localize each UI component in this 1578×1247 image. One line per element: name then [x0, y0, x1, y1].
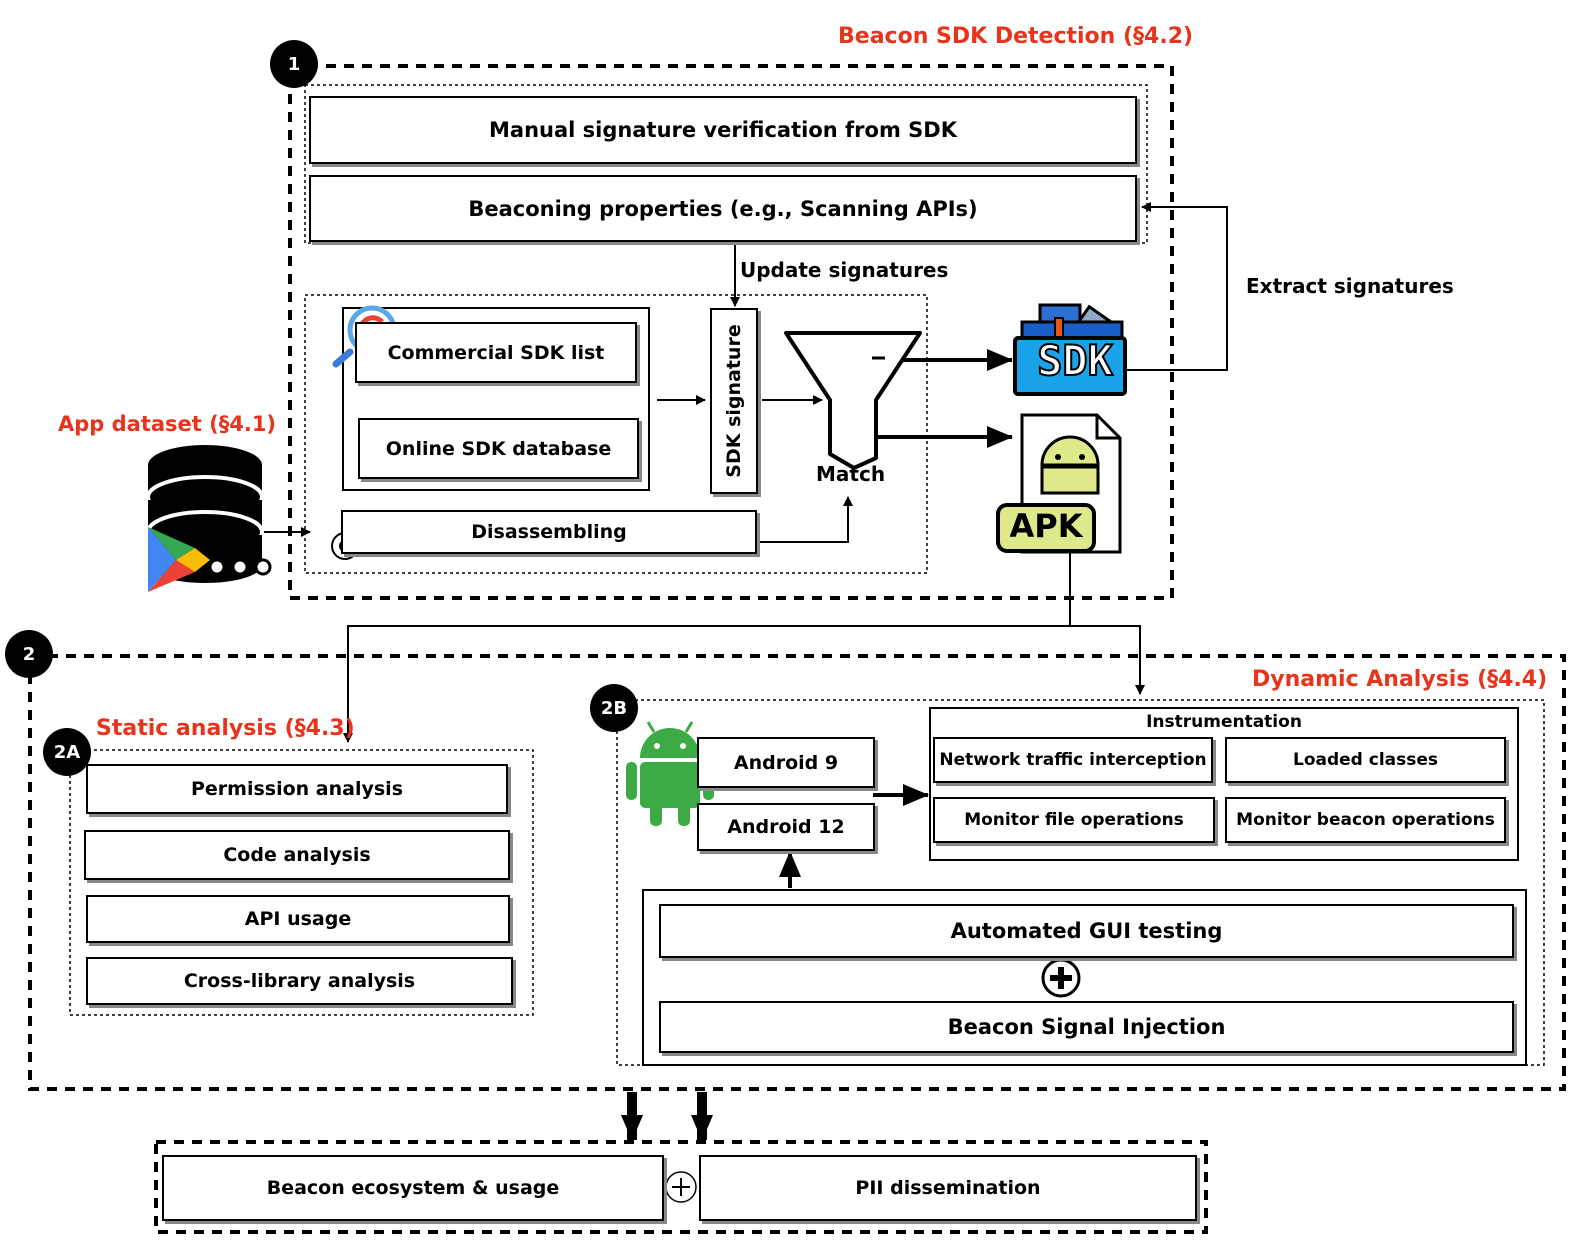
analysis-container: [28, 654, 1566, 1091]
static-group-outline: [69, 749, 534, 1016]
android-robot-icon: [626, 721, 714, 826]
commercial-sdk-box: Commercial SDK list: [355, 322, 637, 383]
detection-container: [288, 64, 1174, 600]
android-9-box: Android 9: [697, 737, 875, 788]
code-analysis-box: Code analysis: [84, 830, 510, 880]
pii-box: PII dissemination: [699, 1155, 1197, 1221]
beaconing-properties-box: Beaconing properties (e.g., Scanning API…: [309, 175, 1137, 242]
apk-file-icon: [996, 413, 1122, 554]
instrumentation-label: Instrumentation: [1146, 712, 1302, 732]
step-2a-badge: 2A: [43, 728, 91, 776]
extract-signatures-label: Extract signatures: [1246, 274, 1454, 298]
plus-circle-small-icon: [665, 1171, 697, 1203]
apk-icon-text: APK: [1009, 507, 1083, 545]
cross-library-box: Cross-library analysis: [86, 957, 513, 1005]
api-usage-box: API usage: [86, 895, 510, 943]
detection-title: Beacon SDK Detection (§4.2): [838, 24, 1194, 49]
output-container: [154, 1140, 1208, 1234]
online-sdk-box: Online SDK database: [358, 418, 639, 479]
permission-analysis-box: Permission analysis: [86, 764, 508, 814]
manual-verification-box: Manual signature verification from SDK: [309, 96, 1137, 164]
dynamic-title: Dynamic Analysis (§4.4): [1252, 667, 1548, 692]
disassembling-box: Disassembling: [341, 510, 757, 554]
step-2-badge: 2: [5, 630, 53, 678]
match-label: Match: [816, 462, 886, 486]
sdk-icon-text: SDK: [1036, 335, 1114, 386]
static-title: Static analysis (§4.3): [96, 716, 355, 741]
dynamic-group-outline: [616, 699, 1545, 1066]
funnel-icon: [784, 331, 922, 470]
update-signatures-label: Update signatures: [740, 258, 949, 282]
ecosystem-box: Beacon ecosystem & usage: [162, 1155, 664, 1221]
beacon-operations-box: Monitor beacon operations: [1225, 797, 1506, 843]
sdk-signature-box: SDK signature: [710, 308, 758, 494]
step-1-badge: 1: [270, 40, 318, 88]
signal-injection-box: Beacon Signal Injection: [659, 1001, 1514, 1053]
sdk-signature-label: SDK signature: [723, 324, 745, 478]
signature-group-outline: [304, 84, 1148, 244]
step-2b-badge: 2B: [590, 684, 638, 732]
loaded-classes-box: Loaded classes: [1225, 737, 1506, 783]
file-operations-box: Monitor file operations: [933, 797, 1215, 843]
database-playstore-icon: [146, 445, 272, 592]
android-12-box: Android 12: [697, 803, 875, 851]
gui-testing-box: Automated GUI testing: [659, 904, 1514, 958]
plus-circle-icon: [1041, 958, 1081, 998]
sdk-toolbox-icon: [1013, 303, 1127, 396]
dataset-title: App dataset (§4.1): [58, 412, 277, 436]
network-interception-box: Network traffic interception: [933, 737, 1213, 783]
